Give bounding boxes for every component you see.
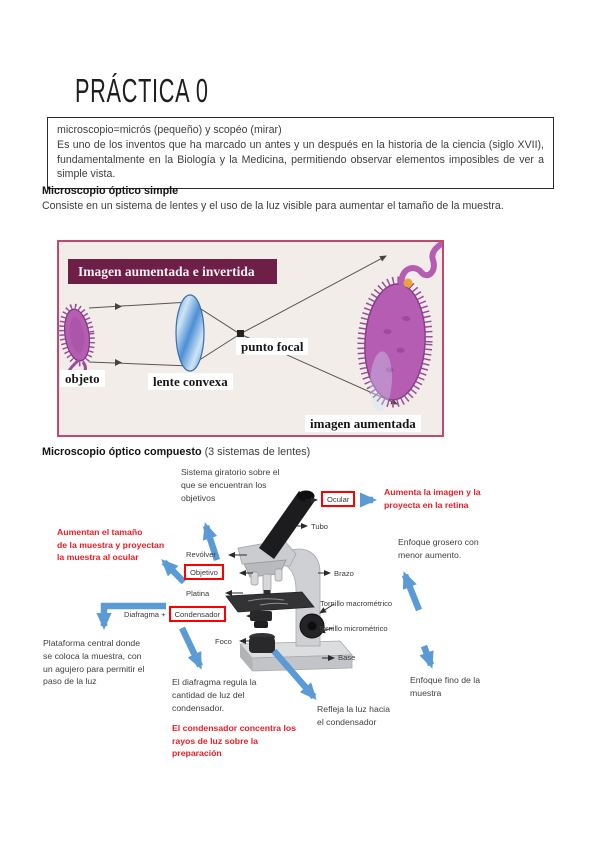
figure-banner: Imagen aumentada e invertida bbox=[68, 259, 277, 284]
part-label-condensador: Condensador bbox=[168, 606, 227, 622]
microscope-illustration bbox=[225, 490, 353, 672]
label-punto-focal: punto focal bbox=[236, 338, 309, 355]
part-label-diafragma-condensador: Diafragma + Condensador bbox=[124, 606, 227, 622]
part-label-foco: Foco bbox=[215, 637, 232, 646]
arrow-to-micrometrico bbox=[318, 627, 334, 634]
part-label-tornillo-micrometrico: Tornillo micrométrico bbox=[318, 624, 388, 633]
compound-microscope-diagram: Sistema giratorio sobre el que se encuen… bbox=[0, 460, 600, 800]
ray-bottom bbox=[88, 255, 387, 367]
ray-mid-arrow bbox=[115, 303, 122, 310]
focal-point bbox=[237, 330, 244, 337]
note-sistema-giratorio: Sistema giratorio sobre el que se encuen… bbox=[181, 467, 280, 503]
heading-microscopio-compuesto: Microscopio óptico compuesto (3 sistemas… bbox=[42, 446, 310, 458]
note-refleja-luz: Refleja la luz hacia el condensador bbox=[317, 704, 390, 727]
note-plataforma-central: Plataforma central donde se coloca la mu… bbox=[43, 638, 145, 687]
part-label-brazo: Brazo bbox=[334, 569, 354, 578]
microscope-stage bbox=[225, 591, 315, 613]
stage-clips bbox=[247, 598, 289, 606]
note-condensador-concentra: El condensador concentra los rayos de lu… bbox=[172, 723, 297, 759]
definition-box: microscopio=micrós (pequeño) y scopéo (m… bbox=[47, 117, 554, 190]
paragraph-microscopio-simple: Consiste en un sistema de lentes y el us… bbox=[42, 200, 504, 212]
definition-line: microscopio=micrós (pequeño) y scopéo (m… bbox=[57, 124, 282, 136]
part-label-revolver: Revólver bbox=[186, 550, 216, 559]
blue-arrow-platina-to-note bbox=[96, 602, 166, 630]
ray-mid-arrow bbox=[115, 359, 122, 366]
lens-diagram-drawing bbox=[59, 242, 442, 412]
objective-lens bbox=[250, 571, 259, 586]
definition-paragraph: Es uno de los inventos que ha marcado un… bbox=[57, 138, 544, 181]
label-imagen-aumentada: imagen aumentada bbox=[305, 415, 421, 432]
microscope-eyepiece-top bbox=[297, 490, 315, 502]
heading-microscopio-simple: Microscopio óptico simple bbox=[42, 185, 179, 197]
note-aumenta-imagen: Aumenta la imagen y la proyecta en la re… bbox=[384, 487, 481, 510]
microscope-base-side bbox=[240, 644, 252, 671]
blue-arrow-condensador-to-note bbox=[179, 626, 203, 670]
microscope-base-front bbox=[251, 654, 353, 672]
figure-lens-diagram: Imagen aumentada e invertida objeto lent… bbox=[57, 240, 444, 437]
microscope-condenser bbox=[250, 611, 272, 621]
heading-normal-part: (3 sistemas de lentes) bbox=[201, 446, 311, 458]
microscope-eyepiece-tube bbox=[259, 491, 314, 559]
objective-tip bbox=[263, 590, 271, 594]
note-enfoque-fino: Enfoque fino de la muestra bbox=[410, 675, 481, 698]
blue-arrow-lamp-to-note bbox=[271, 648, 317, 701]
flagellum-base-dot bbox=[403, 278, 413, 288]
microscope-lamp bbox=[249, 637, 275, 653]
ray-top bbox=[88, 301, 398, 405]
blue-arrow-objetivo-to-note bbox=[161, 559, 187, 585]
part-label-platina: Platina bbox=[186, 589, 210, 598]
label-arrows bbox=[225, 497, 335, 661]
focus-knob-center bbox=[307, 621, 317, 631]
page-title: PRÁCTICA 0 bbox=[75, 72, 209, 110]
blue-arrow-micro-to-note bbox=[419, 644, 435, 669]
object-bacterium bbox=[59, 303, 95, 367]
objective-lens bbox=[274, 568, 283, 582]
note-enfoque-grosero: Enfoque grosero con menor aumento. bbox=[398, 537, 479, 560]
part-label-objetivo: Objetivo bbox=[184, 564, 224, 580]
annotation-arrows bbox=[96, 492, 435, 701]
blue-arrow-revolver-to-note bbox=[202, 522, 221, 562]
part-label-tubo: Tubo bbox=[311, 522, 329, 531]
part-label-ocular: Ocular bbox=[321, 491, 356, 507]
note-aumentan-tamano: Aumentan el tamaño de la muestra y proye… bbox=[57, 527, 165, 563]
image-bacterium bbox=[357, 276, 433, 412]
arrow-to-macrometrico bbox=[319, 603, 335, 614]
objective-lens bbox=[262, 573, 272, 592]
part-label-diafragma: Diafragma + bbox=[124, 609, 166, 619]
note-diafragma-regula: El diafragma regula la cantidad de luz d… bbox=[172, 677, 257, 713]
label-lente-convexa: lente convexa bbox=[148, 373, 233, 390]
part-label-tornillo-macrometrico: Tornillo macrométrico bbox=[320, 599, 393, 608]
microscope-diaphragm bbox=[254, 621, 268, 628]
label-objeto: objeto bbox=[60, 370, 105, 387]
convex-lens bbox=[175, 294, 205, 372]
heading-bold-part: Microscopio óptico compuesto bbox=[42, 446, 202, 458]
microscope-drawing bbox=[96, 490, 435, 701]
image-flagellum bbox=[398, 242, 442, 289]
part-label-base: Base bbox=[338, 653, 356, 662]
blue-arrow-macro-to-note bbox=[401, 571, 423, 612]
